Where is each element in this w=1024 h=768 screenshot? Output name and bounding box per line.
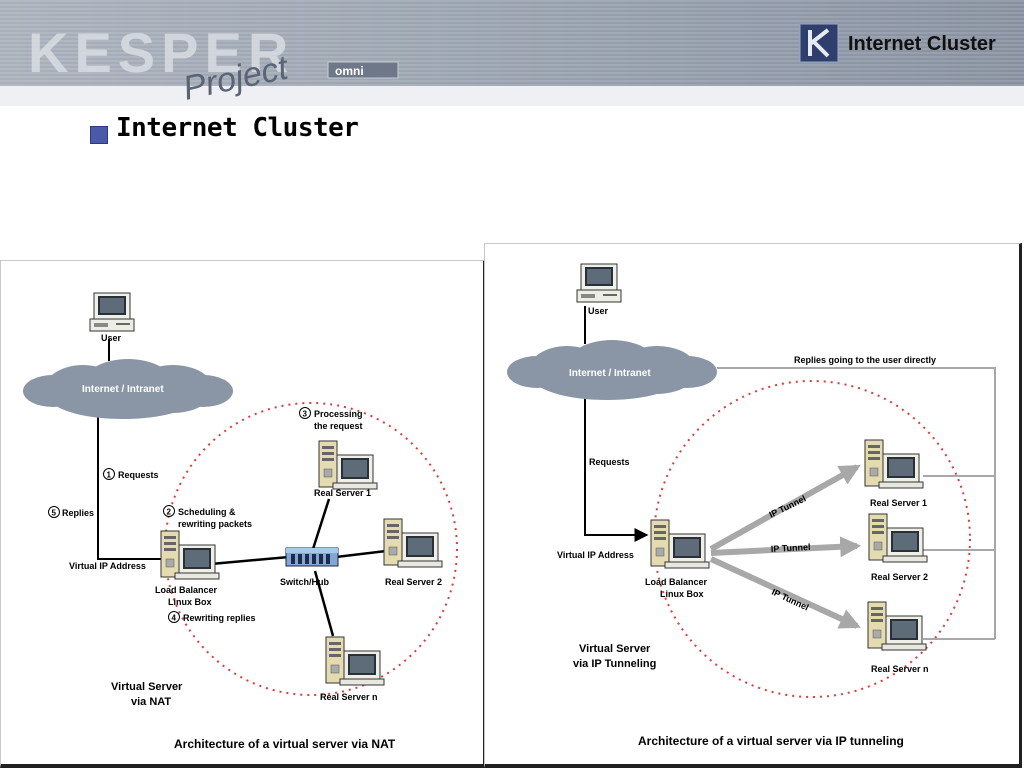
nat-vip-label: Virtual IP Address: [69, 561, 146, 571]
tunnel-load-balancer-icon: [650, 519, 710, 569]
nat-user-pc-icon: [89, 292, 135, 332]
kesper-logo: KESPER Project omni: [28, 21, 399, 106]
nat-real-server-1-icon: [318, 440, 378, 490]
logo-text: KESPER: [28, 21, 294, 84]
nat-vs-label: Virtual Server: [111, 681, 183, 693]
nat-cluster-circle: [164, 402, 458, 696]
tunnel-label-1: IP Tunnel: [767, 493, 807, 519]
nat-switch-label: Switch/Hub: [280, 577, 330, 587]
tunnel-rs2-label: Real Server 2: [871, 572, 928, 582]
nat-step1-label: Requests: [118, 470, 159, 480]
nat-load-balancer-icon: [160, 530, 220, 580]
header-banner: KESPER Project omni Internet Cluster: [0, 0, 1024, 106]
tunnel-rsn-label: Real Server n: [871, 664, 929, 674]
tunnel-user-pc-icon: [576, 263, 622, 303]
nat-step3-label: Processing: [314, 409, 363, 419]
nat-real-server-n-icon: [325, 636, 385, 686]
nat-rsn-label: Real Server n: [320, 692, 378, 702]
nat-switch-icon: [285, 547, 339, 567]
nat-cloud-label: Internet / Intranet: [82, 384, 164, 395]
page-title: Internet Cluster: [116, 113, 359, 143]
tunnel-real-server-n-icon: [867, 601, 927, 651]
tunnel-real-server-2-icon: [868, 513, 928, 563]
nat-step3-label-2: the request: [314, 421, 363, 431]
tunnel-real-server-1-icon: [864, 439, 924, 489]
tunnel-replies-label: Replies going to the user directly: [794, 355, 936, 365]
tunnel-lb-label-2: Linux Box: [660, 589, 704, 599]
nat-caption: Architecture of a virtual server via NAT: [174, 737, 396, 751]
tunnel-caption: Architecture of a virtual server via IP …: [638, 734, 904, 748]
tunnel-lb-label: Load Balancer: [645, 577, 708, 587]
nat-vs-label-2: via NAT: [131, 696, 171, 708]
nat-step4-label: Rewriting replies: [183, 613, 256, 623]
tunnel-label-2: IP Tunnel: [771, 542, 811, 554]
step-number: 5: [52, 509, 57, 518]
nat-rs2-label: Real Server 2: [385, 577, 442, 587]
nat-real-server-2-icon: [383, 518, 443, 568]
tunnel-diagram-panel: IP Tunnel IP Tunnel IP Tunnel User Inter…: [484, 243, 1022, 768]
tunnel-cluster-circle: [653, 380, 971, 698]
nat-lb-label-2: Linux Box: [168, 597, 212, 607]
nat-rs1-label: Real Server 1: [314, 488, 371, 498]
nat-step5-label: Replies: [62, 508, 94, 518]
header-k-icon: [799, 23, 839, 63]
step-number: 3: [303, 410, 308, 419]
step-number: 4: [172, 614, 177, 623]
header-title: Internet Cluster: [848, 33, 996, 55]
tunnel-label-3: IP Tunnel: [770, 587, 810, 613]
tunnel-vs-label: Virtual Server: [579, 643, 651, 655]
step-number: 1: [107, 471, 112, 480]
tunnel-cloud-label: Internet / Intranet: [569, 368, 651, 379]
nat-diagram-panel: User Internet / Intranet 1 Requests 5 Re…: [0, 260, 486, 768]
nat-user-label: User: [101, 333, 122, 343]
title-bullet: [90, 126, 108, 144]
logo-small: omni: [335, 64, 364, 78]
tunnel-vip-label: Virtual IP Address: [557, 550, 634, 560]
tunnel-rs1-label: Real Server 1: [870, 498, 927, 508]
step-number: 2: [167, 508, 172, 517]
nat-step2-label-2: rewriting packets: [178, 519, 252, 529]
tunnel-user-label: User: [588, 306, 609, 316]
tunnel-requests-label: Requests: [589, 457, 630, 467]
tunnel-vs-label-2: via IP Tunneling: [573, 658, 656, 670]
nat-lb-label: Load Balancer: [155, 585, 218, 595]
nat-step2-label: Scheduling &: [178, 507, 236, 517]
